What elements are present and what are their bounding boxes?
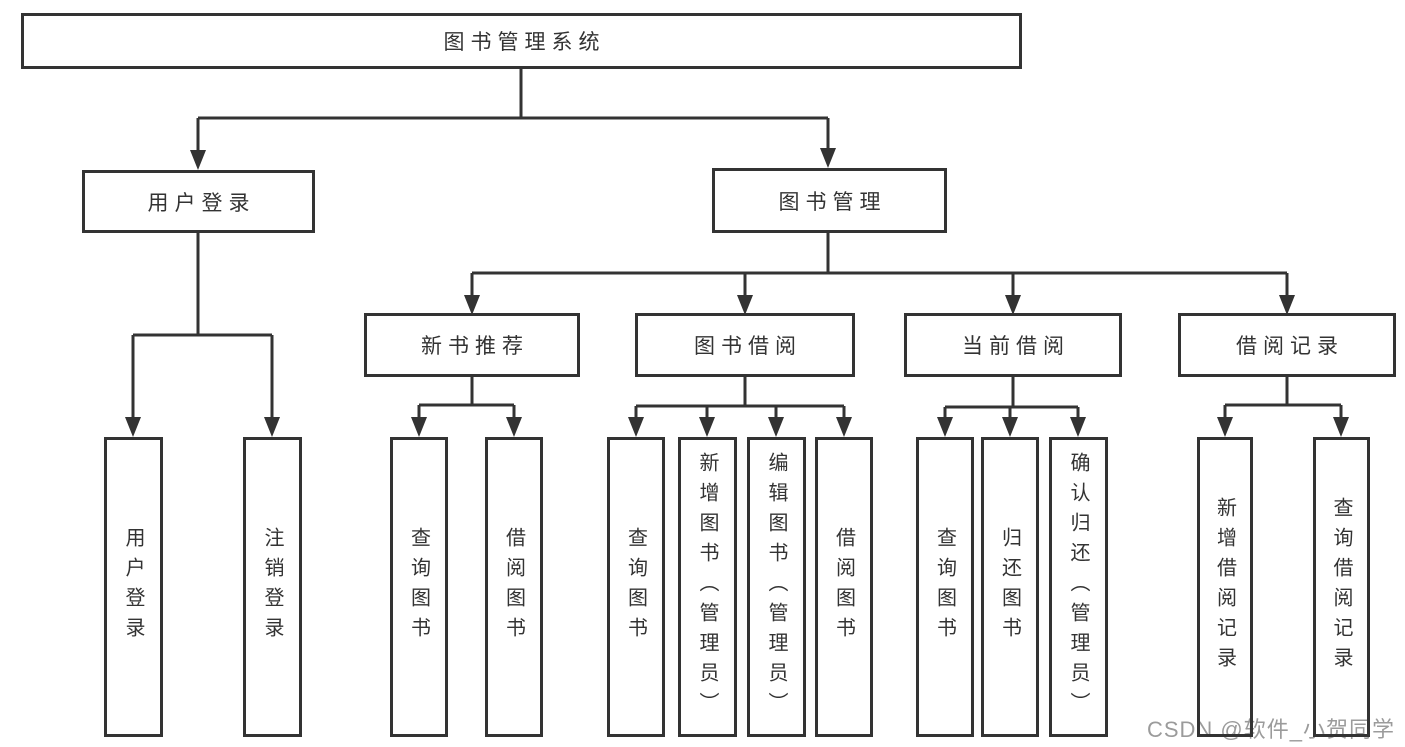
arrowheads bbox=[125, 148, 1349, 437]
node-root: 图书管理系统 bbox=[21, 13, 1022, 69]
watermark: CSDN @软件_小贺同学 bbox=[1146, 717, 1395, 742]
leaf-query-borrowing-record: 查询借阅记录 bbox=[1313, 437, 1370, 737]
leaf-user-login: 用户登录 bbox=[104, 437, 163, 737]
node-book-management: 图书管理 bbox=[712, 168, 947, 233]
node-user-login: 用户登录 bbox=[82, 170, 315, 233]
leaf-logout: 注销登录 bbox=[243, 437, 302, 737]
leaf-confirm-return-admin: 确认归还（管理员） bbox=[1049, 437, 1108, 737]
node-book-borrowing: 图书借阅 bbox=[635, 313, 855, 377]
leaf-add-books-admin: 新增图书（管理员） bbox=[678, 437, 737, 737]
leaf-edit-books-admin: 编辑图书（管理员） bbox=[747, 437, 806, 737]
leaf-borrow-books-2: 借阅图书 bbox=[815, 437, 873, 737]
leaf-borrow-books-1: 借阅图书 bbox=[485, 437, 543, 737]
node-new-book-recommendation: 新书推荐 bbox=[364, 313, 580, 377]
leaf-add-borrowing-record: 新增借阅记录 bbox=[1197, 437, 1253, 737]
leaf-query-books-3: 查询图书 bbox=[916, 437, 974, 737]
leaf-query-books-1: 查询图书 bbox=[390, 437, 448, 737]
node-borrowing-records: 借阅记录 bbox=[1178, 313, 1396, 377]
leaf-return-books: 归还图书 bbox=[981, 437, 1039, 737]
leaf-query-books-2: 查询图书 bbox=[607, 437, 665, 737]
node-current-borrowing: 当前借阅 bbox=[904, 313, 1122, 377]
